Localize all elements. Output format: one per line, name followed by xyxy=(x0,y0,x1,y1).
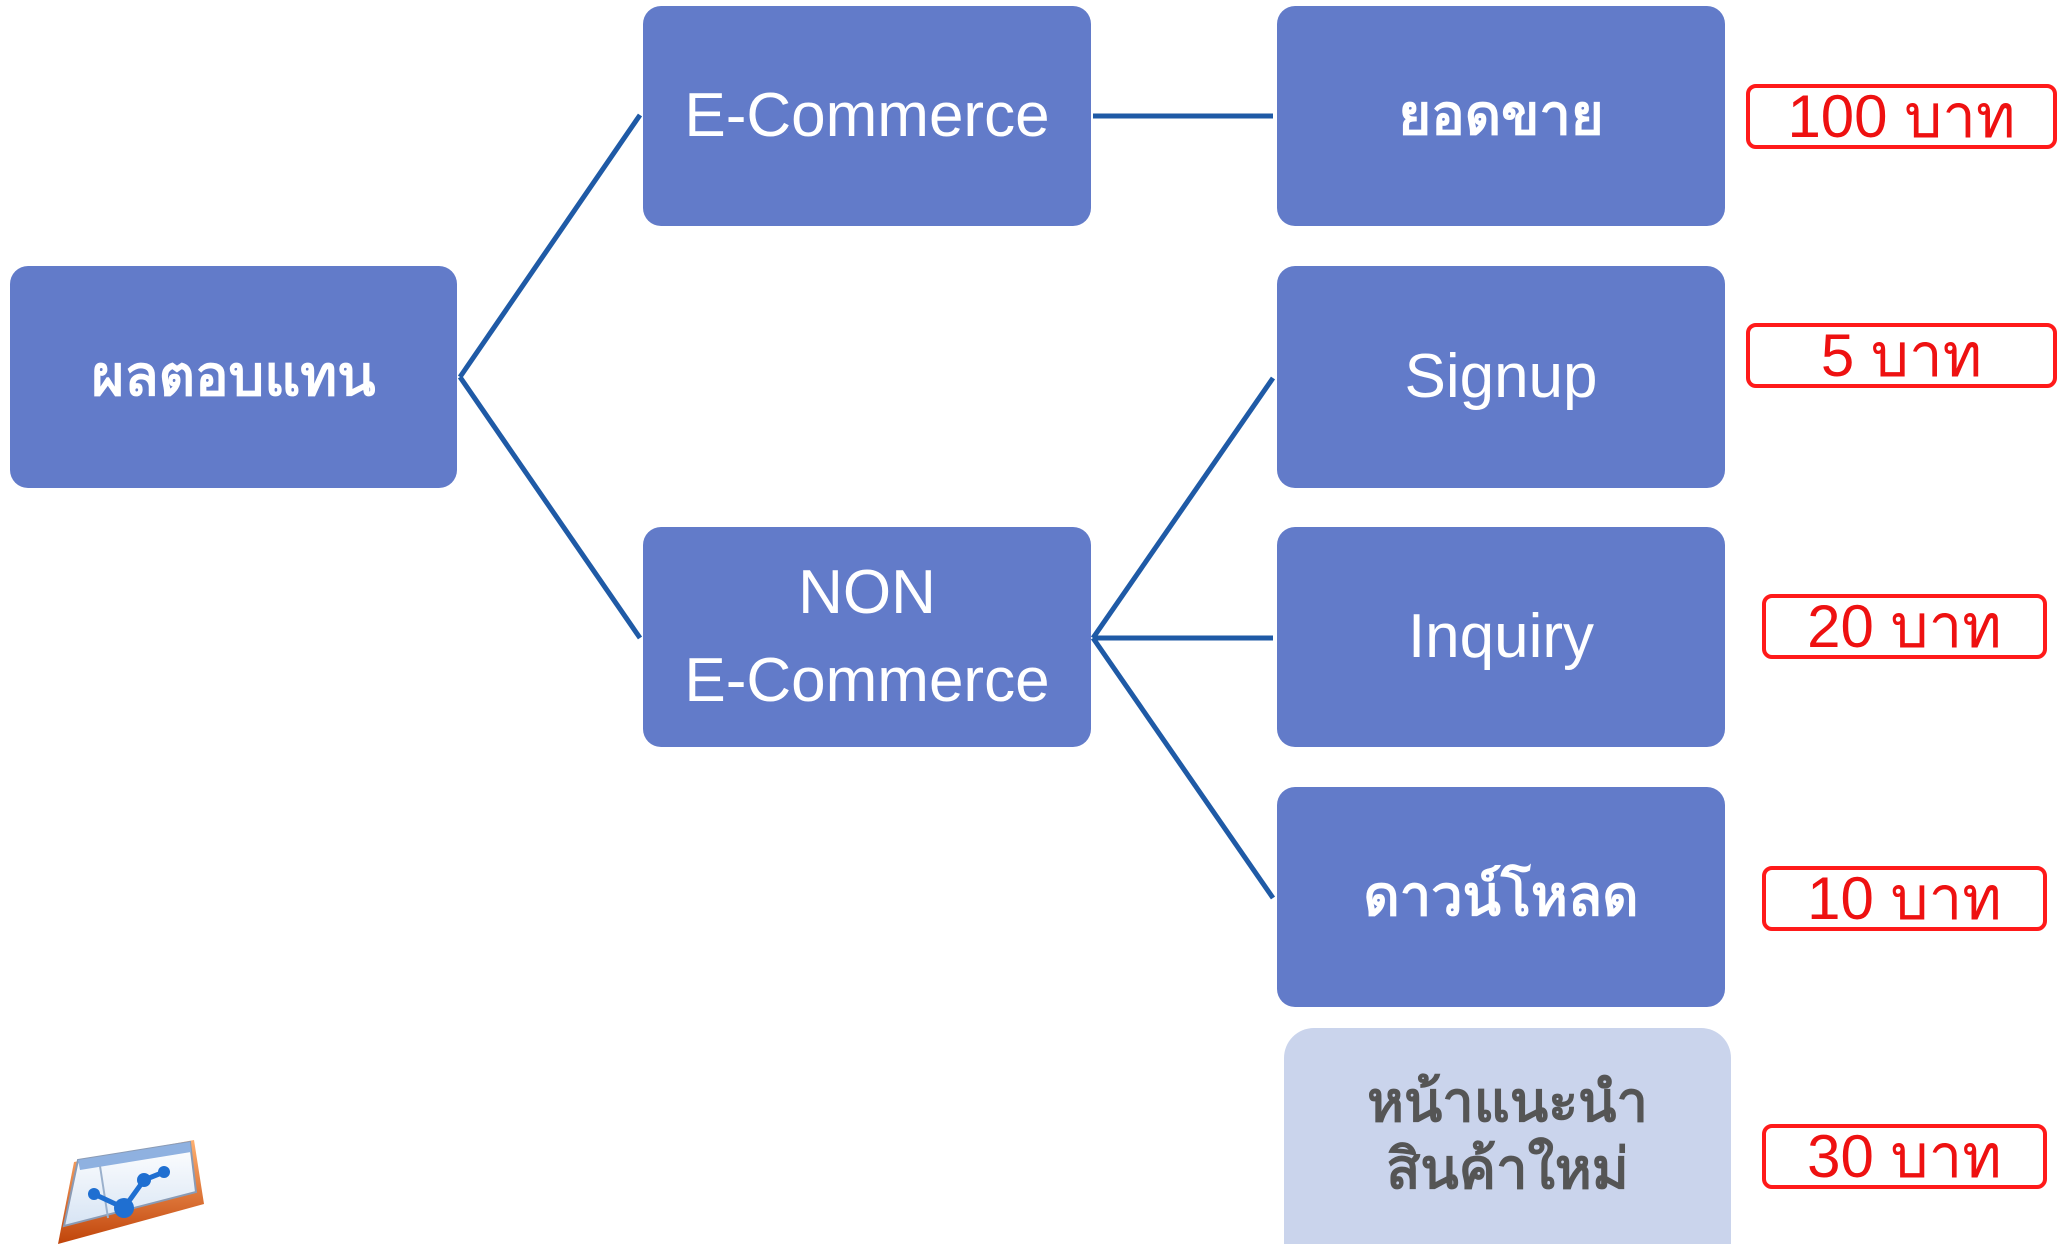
price-tag-sales-text: 100 บาท xyxy=(1787,84,2016,149)
price-tag-inquiry-text: 20 บาท xyxy=(1807,594,2002,659)
sales-node-label: ยอดขาย xyxy=(1398,83,1604,149)
price-tag-inquiry: 20 บาท xyxy=(1762,594,2047,659)
non-ecommerce-node: NON E-Commerce xyxy=(643,527,1091,747)
download-node-label: ดาวน์โหลด xyxy=(1363,864,1639,930)
inquiry-node-label: Inquiry xyxy=(1407,601,1595,671)
inquiry-node: Inquiry xyxy=(1277,527,1725,747)
signup-node-label: Signup xyxy=(1404,341,1598,411)
price-tag-new-product-page-text: 30 บาท xyxy=(1807,1124,2002,1189)
new-product-page-node: หน้าแนะนำ สินค้าใหม่ xyxy=(1284,1028,1731,1244)
connector-root-to-ecommerce xyxy=(457,113,643,379)
signup-node: Signup xyxy=(1277,266,1725,488)
price-tag-signup: 5 บาท xyxy=(1746,323,2057,388)
root-node: ผลตอบแทน xyxy=(10,266,457,488)
ecommerce-node: E-Commerce xyxy=(643,6,1091,226)
download-node: ดาวน์โหลด xyxy=(1277,787,1725,1007)
sales-node: ยอดขาย xyxy=(1277,6,1725,226)
connector-non-ecommerce-to-signup xyxy=(1090,376,1276,640)
price-tag-sales: 100 บาท xyxy=(1746,84,2057,149)
root-node-label: ผลตอบแทน xyxy=(91,344,376,410)
analytics-chart-icon xyxy=(58,1140,204,1244)
non-ecommerce-node-label: NON E-Commerce xyxy=(684,557,1050,715)
new-product-page-node-label: หน้าแนะนำ สินค้าใหม่ xyxy=(1367,1069,1648,1202)
price-tag-new-product-page: 30 บาท xyxy=(1762,1124,2047,1189)
price-tag-download-text: 10 บาท xyxy=(1807,866,2002,931)
price-tag-signup-text: 5 บาท xyxy=(1820,323,1983,388)
connector-non-ecommerce-to-download xyxy=(1090,636,1276,900)
connector-root-to-non-ecommerce xyxy=(457,375,643,640)
price-tag-download: 10 บาท xyxy=(1762,866,2047,931)
ecommerce-node-label: E-Commerce xyxy=(684,80,1050,150)
